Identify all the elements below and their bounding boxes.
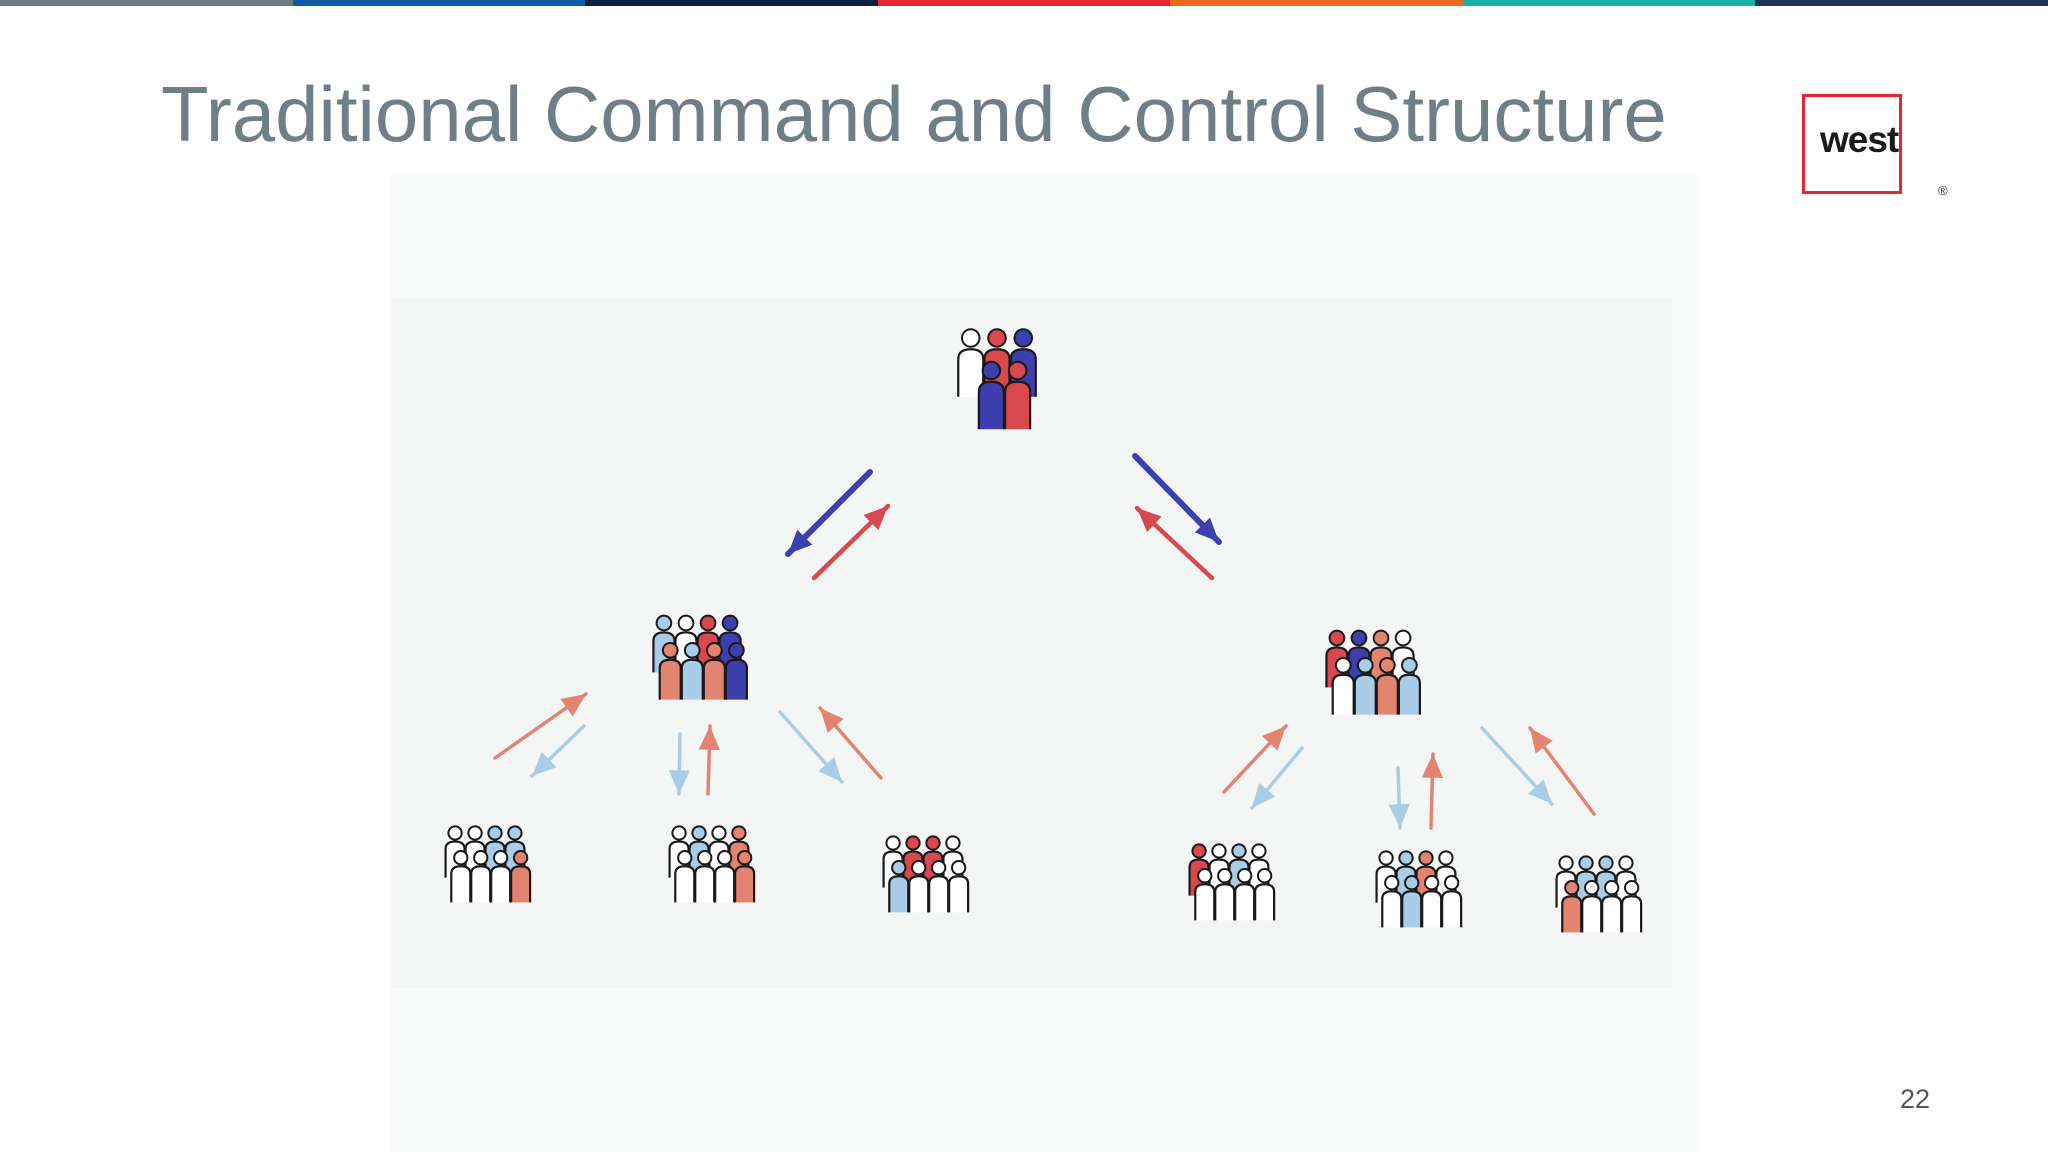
person-figure <box>1214 868 1236 921</box>
team-1 <box>444 825 532 903</box>
arrow-up-5 <box>1421 752 1443 830</box>
arrow-up-1 <box>493 692 588 760</box>
person-figure <box>1421 875 1443 928</box>
person-figure <box>1254 868 1276 921</box>
logo-registered-mark: ® <box>1938 183 1948 198</box>
arrow-down-5 <box>1388 766 1410 830</box>
person-figure <box>1561 880 1583 933</box>
person-figure <box>1401 875 1423 928</box>
person-figure <box>1375 656 1399 715</box>
stripe-segment <box>1170 0 1463 6</box>
team-3 <box>882 835 970 913</box>
person-figure <box>888 860 910 913</box>
person-figure <box>702 641 726 700</box>
color-stripe <box>0 0 2048 6</box>
hierarchy-diagram <box>444 328 1643 933</box>
person-figure <box>948 860 970 913</box>
person-figure <box>928 860 950 913</box>
west-logo <box>1802 94 1902 194</box>
team-6 <box>1555 855 1643 933</box>
hierarchy-drawing <box>392 298 1672 988</box>
team-4 <box>1188 843 1276 921</box>
person-figure <box>674 850 696 903</box>
arrow-down-2 <box>668 732 690 796</box>
mid-left-group <box>652 614 748 700</box>
person-figure <box>1581 880 1603 933</box>
arrow-down-right <box>1132 453 1222 545</box>
person-figure <box>734 850 756 903</box>
logo-text: west <box>1820 119 1899 160</box>
person-figure <box>510 850 532 903</box>
person-figure <box>490 850 512 903</box>
top-group <box>957 328 1037 430</box>
person-figure <box>1004 360 1032 430</box>
team-2 <box>668 825 756 903</box>
arrow-up-left <box>811 503 891 581</box>
person-figure <box>470 850 492 903</box>
person-figure <box>1353 656 1377 715</box>
slide-title: Traditional Command and Control Structur… <box>161 70 1667 158</box>
person-figure <box>1381 875 1403 928</box>
person-figure <box>724 641 748 700</box>
page-number: 22 <box>1900 1084 1931 1114</box>
arrow-up-4 <box>1222 724 1288 794</box>
stripe-segment <box>292 0 586 6</box>
person-figure <box>694 850 716 903</box>
person-figure <box>1397 656 1421 715</box>
person-figure <box>908 860 930 913</box>
person-figure <box>1234 868 1256 921</box>
arrow-down-6 <box>1480 726 1554 806</box>
person-figure <box>450 850 472 903</box>
stripe-segment <box>0 0 293 6</box>
person-figure <box>658 641 682 700</box>
arrow-down-1 <box>530 724 586 778</box>
arrow-up-3 <box>818 706 883 780</box>
person-figure <box>1194 868 1216 921</box>
person-figure <box>1621 880 1643 933</box>
person-figure <box>1331 656 1355 715</box>
arrow-up-2 <box>698 724 720 796</box>
person-figure <box>714 850 736 903</box>
stripe-segment <box>1755 0 2048 6</box>
arrow-up-6 <box>1528 726 1596 816</box>
person-figure <box>977 360 1005 430</box>
person-figure <box>680 641 704 700</box>
arrow-down-left <box>785 469 873 557</box>
stripe-segment <box>585 0 878 6</box>
stripe-segment <box>877 0 1171 6</box>
team-5 <box>1375 850 1463 928</box>
person-figure <box>957 328 985 397</box>
stripe-segment <box>1462 0 1756 6</box>
mid-right-group <box>1325 629 1421 715</box>
person-figure <box>1441 875 1463 928</box>
person-figure <box>1601 880 1623 933</box>
arrow-down-3 <box>778 710 844 784</box>
arrow-down-4 <box>1250 746 1304 810</box>
arrow-up-right <box>1134 505 1215 581</box>
